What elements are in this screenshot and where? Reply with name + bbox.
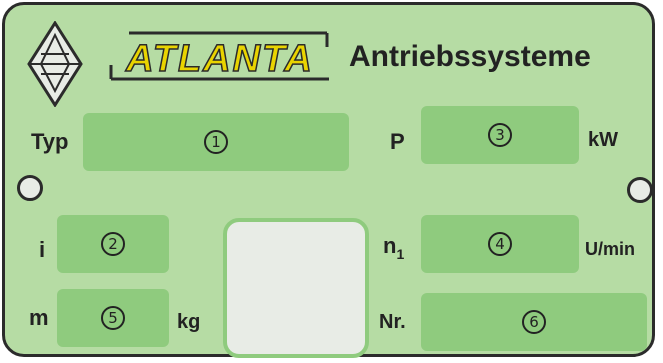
ratio-label: i xyxy=(39,237,46,262)
mounting-hole-right xyxy=(627,177,653,203)
u-min-unit: U/min xyxy=(585,239,636,259)
diamond-logo-icon xyxy=(27,21,83,107)
field-power[interactable]: 3 xyxy=(421,106,579,164)
field-mass[interactable]: 5 xyxy=(57,289,169,347)
field-number-6: 6 xyxy=(522,310,546,334)
company-name: Antriebssysteme xyxy=(349,40,591,73)
speed-label-sub: 1 xyxy=(396,246,405,262)
field-serial[interactable]: 6 xyxy=(421,293,647,351)
blank-window xyxy=(223,218,369,358)
brand-logo: ATLANTA xyxy=(109,31,329,81)
brand-logo-text: ATLANTA xyxy=(125,38,314,80)
nameplate: ATLANTA Antriebssysteme Typ 1 P 3 kW i 2… xyxy=(2,2,655,358)
serial-label: Nr. xyxy=(379,311,406,333)
kw-unit: kW xyxy=(588,129,618,151)
field-ratio[interactable]: 2 xyxy=(57,215,169,273)
speed-label-n: n xyxy=(383,233,397,258)
field-number-4: 4 xyxy=(488,232,512,256)
field-number-3: 3 xyxy=(488,123,512,147)
speed-label: n1 xyxy=(383,233,405,262)
typ-label: Typ xyxy=(31,129,69,154)
field-number-1: 1 xyxy=(204,130,228,154)
kg-unit: kg xyxy=(177,311,201,333)
mounting-hole-left xyxy=(17,175,43,201)
field-number-5: 5 xyxy=(101,306,125,330)
mass-label: m xyxy=(29,305,49,330)
power-label: P xyxy=(390,129,405,154)
field-type[interactable]: 1 xyxy=(83,113,349,171)
field-number-2: 2 xyxy=(101,232,125,256)
field-speed[interactable]: 4 xyxy=(421,215,579,273)
